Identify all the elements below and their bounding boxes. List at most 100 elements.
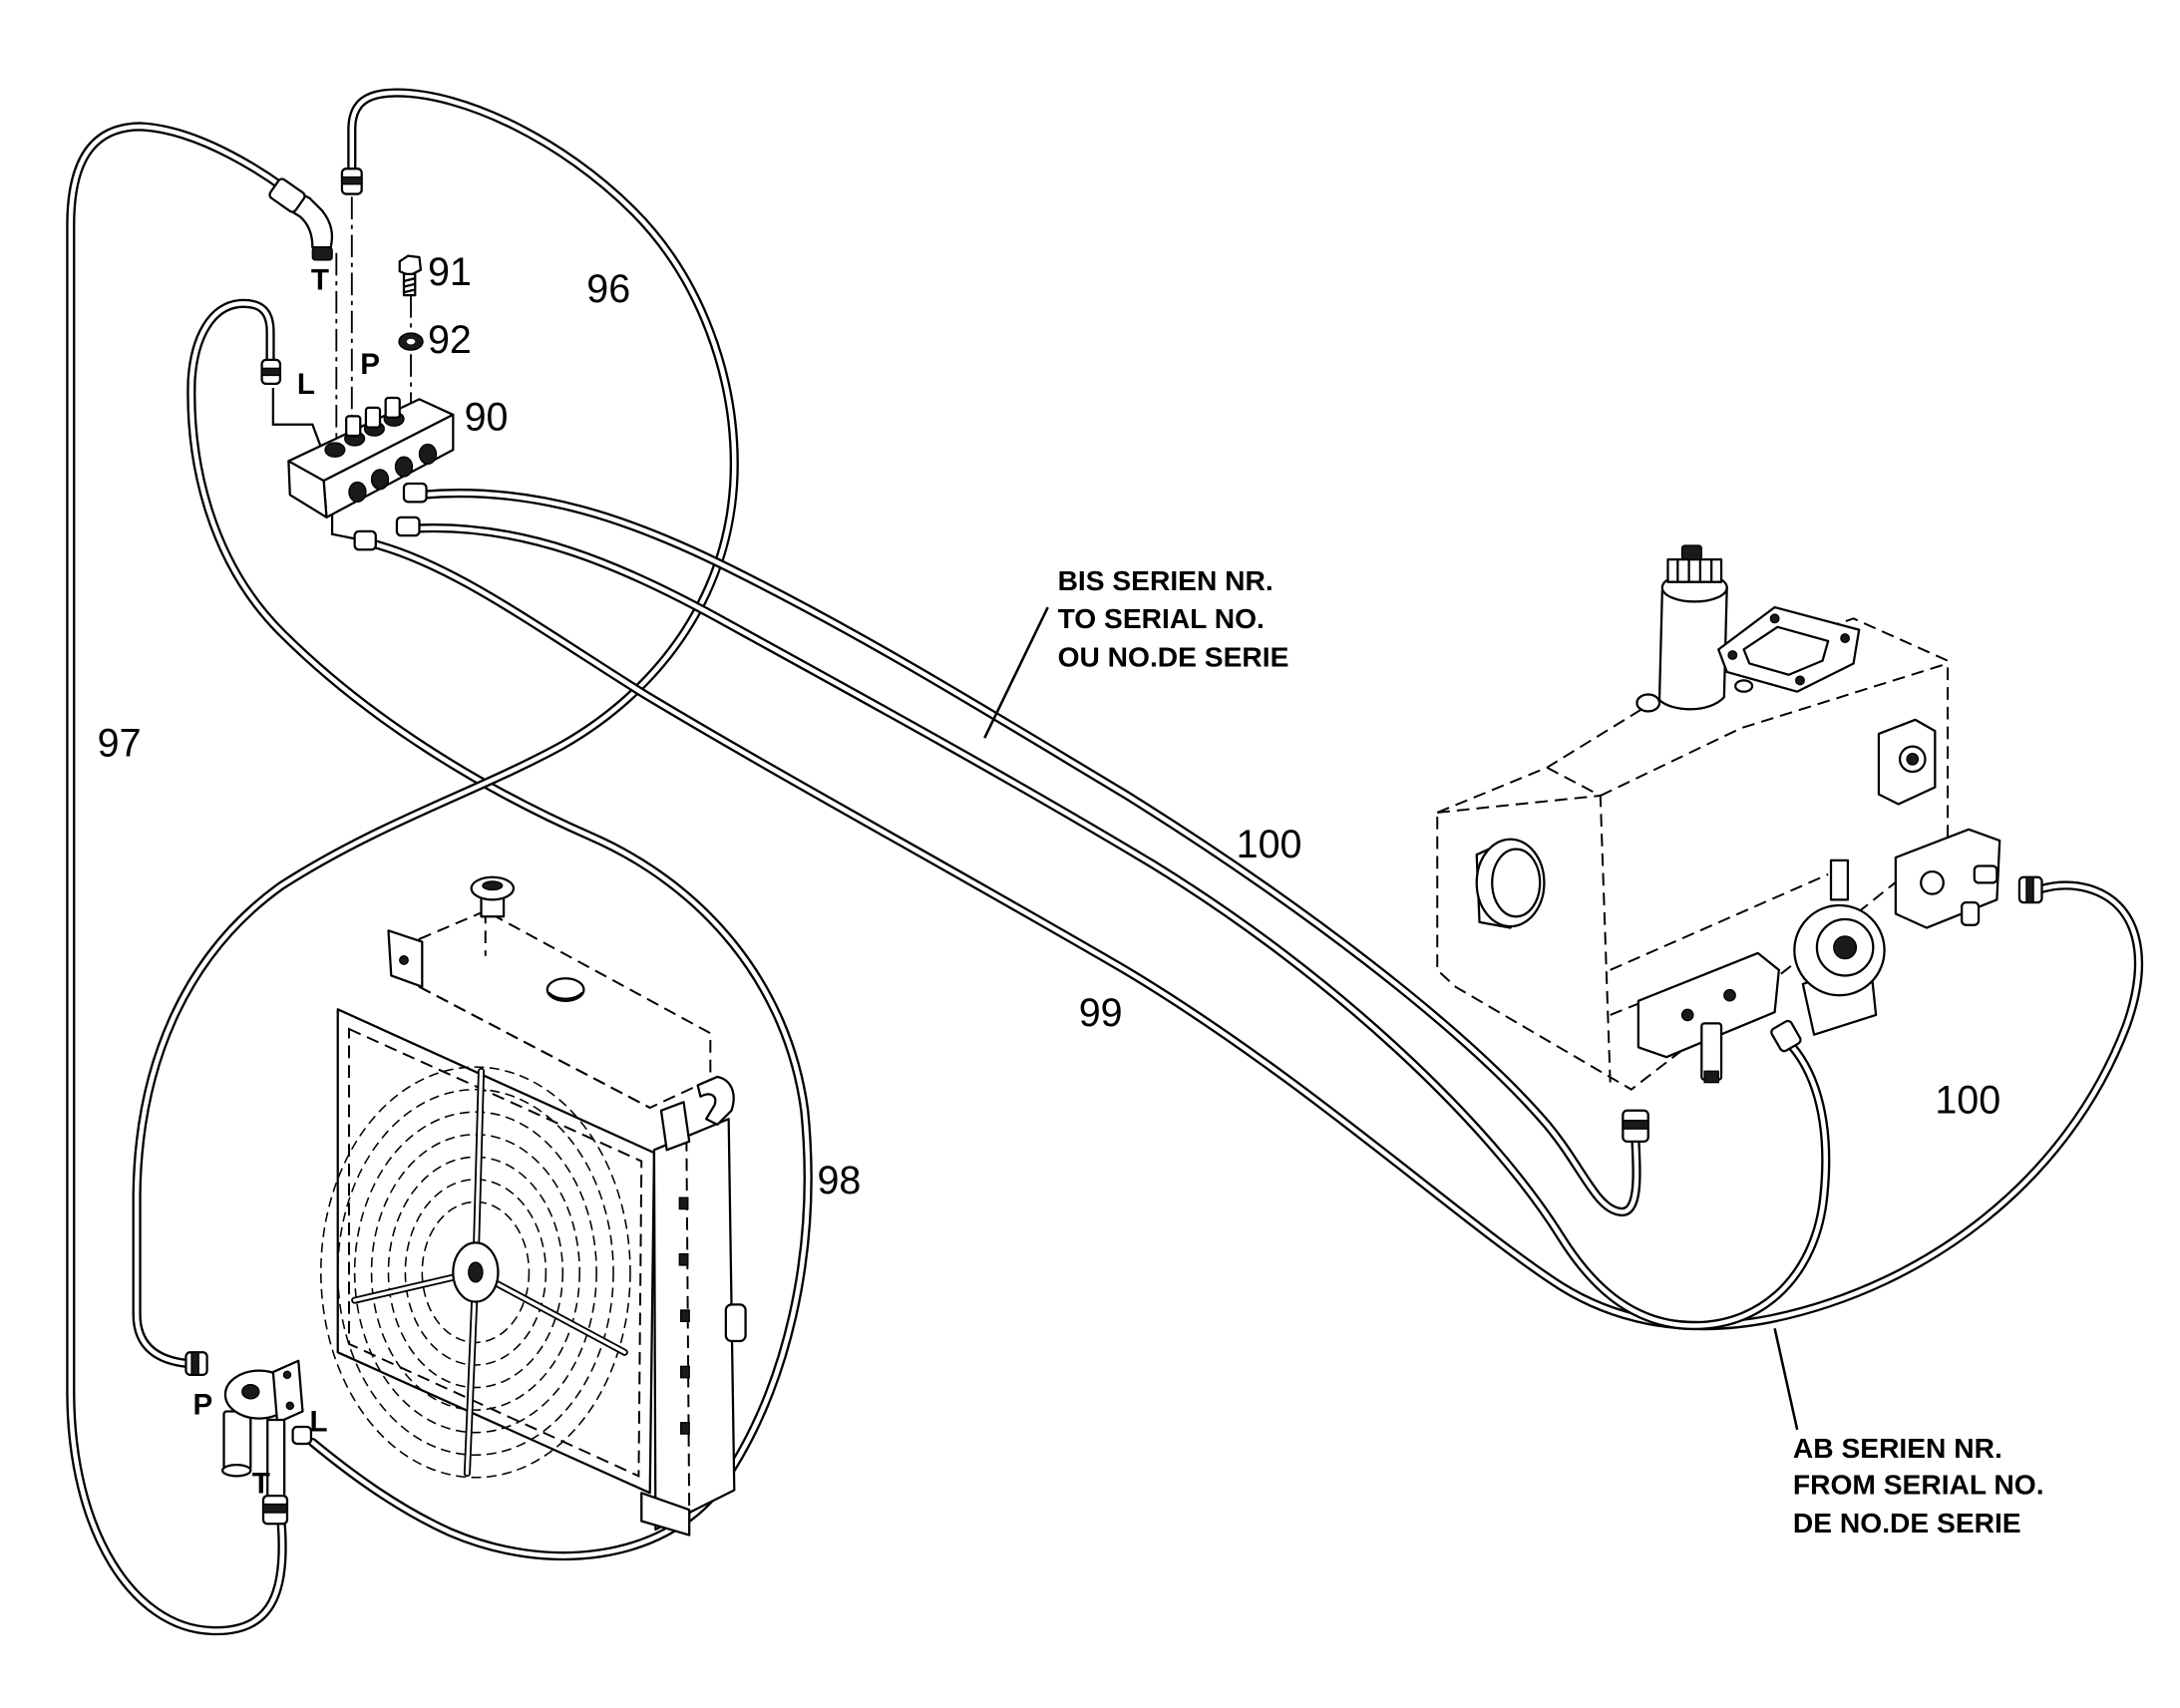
manifold-front-port xyxy=(370,469,390,491)
fan-ring xyxy=(370,1133,580,1411)
bolt-thread xyxy=(403,277,416,294)
oil-cooler xyxy=(320,875,747,1537)
cooler-outlet-elbow xyxy=(696,1075,735,1127)
tank-step-edge xyxy=(1437,795,1601,814)
note-from-serial-line-2: FROM SERIAL NO. xyxy=(1793,1469,2044,1501)
cooler-inlet-stub xyxy=(724,1303,747,1343)
motor-port-l-label: L xyxy=(310,1405,328,1438)
motor-flange xyxy=(271,1359,304,1424)
elbow-fitting-t-nut xyxy=(311,246,333,261)
fan-ring xyxy=(320,1066,631,1479)
cooler-side-tab xyxy=(680,1365,690,1379)
cooler-plug xyxy=(545,977,585,1002)
fitting-nut-hose-100-lower-tank xyxy=(1770,1019,1802,1053)
callout-hose-99: 99 xyxy=(1079,991,1123,1035)
fitting-nut-hose-99 xyxy=(353,529,377,551)
tank-breather xyxy=(1635,693,1661,713)
fan-hub-center xyxy=(468,1261,484,1283)
fan-spoke-core xyxy=(474,1069,484,1274)
tank-valve-lower-fitting xyxy=(1960,901,1981,926)
tank-lower-block xyxy=(1636,951,1780,1059)
fan-ring xyxy=(353,1111,597,1434)
note-from-serial-line-1: AB SERIEN NR. xyxy=(1793,1432,2002,1464)
tank-cover-bolt xyxy=(1769,613,1780,624)
tank-lower-block-port xyxy=(1680,1008,1694,1022)
manifold-front-ports xyxy=(348,443,438,504)
tank-cover-bolt xyxy=(1840,633,1851,644)
cooler-shroud-inner-edge xyxy=(348,1027,643,1478)
callout-hose-98: 98 xyxy=(817,1159,861,1202)
cooler-side-frame xyxy=(652,1118,736,1532)
tank-top-edge xyxy=(1600,662,1949,797)
tank-valve-lower-fitting xyxy=(1973,864,1998,884)
note-to-serial-line-2: TO SERIAL NO. xyxy=(1058,602,1265,634)
tank-pump-shaft xyxy=(1833,935,1858,960)
hydraulic-tank xyxy=(1436,544,2043,1143)
motor-port-t-band xyxy=(262,1503,288,1514)
callout-hose-100-right: 100 xyxy=(1935,1079,2000,1123)
l-port-connector-line xyxy=(271,388,322,448)
cooler-side-tab xyxy=(678,1196,689,1210)
fan-spoke-core xyxy=(474,1270,627,1354)
tank-valve-upper-port-center xyxy=(1906,752,1920,766)
tank-cover-bolt xyxy=(1795,675,1805,686)
bolt-head xyxy=(398,254,423,277)
manifold-top-fitting xyxy=(384,396,401,419)
manifold-top-port xyxy=(324,442,346,458)
motor-flange-bolt xyxy=(282,1370,292,1380)
cooler-filler-cap-top xyxy=(482,880,504,891)
manifold-front-port xyxy=(418,443,438,465)
note-to-serial-line-3: OU NO.DE SERIE xyxy=(1058,640,1289,672)
tank-filter-plug xyxy=(1680,544,1703,560)
cooler-bracket-bolt xyxy=(399,955,409,965)
tank-outline xyxy=(1436,617,1950,1091)
cooler-mid-fitting xyxy=(659,1101,691,1152)
motor-port-p-label: P xyxy=(192,1388,212,1421)
manifold-front-port xyxy=(348,481,367,504)
tank-cover-bolt xyxy=(1727,650,1738,660)
tank-lower-block-filter-end xyxy=(1703,1070,1719,1084)
note-from-serial-line-3: DE NO.DE SERIE xyxy=(1793,1507,2021,1538)
fan-spoke-core xyxy=(465,1270,478,1476)
callout-hose-100-bundle: 100 xyxy=(1237,823,1302,866)
washer-hole xyxy=(406,338,416,345)
tank-pump-standoff xyxy=(1829,858,1850,901)
callout-manifold: 90 xyxy=(465,395,509,439)
cooler-side-tab xyxy=(678,1252,689,1266)
leader-from-serial-note xyxy=(1773,1328,1799,1431)
manifold-top-fitting xyxy=(345,415,362,438)
manifold-block-end xyxy=(287,460,328,518)
tank-filter-cap xyxy=(1666,558,1723,583)
fan-drive-motor xyxy=(184,1351,313,1526)
manifold-front-port xyxy=(394,456,414,478)
tank-suction-port-inner xyxy=(1491,848,1542,918)
motor-filter xyxy=(222,1410,252,1472)
manifold-port-l-label: L xyxy=(297,368,315,401)
note-to-serial-line-1: BIS SERIEN NR. xyxy=(1058,564,1273,596)
motor-filter-cap xyxy=(220,1463,252,1478)
tank-filter-cap-ribs xyxy=(1676,559,1713,582)
fitting-nut-hose-100-upper-band xyxy=(1622,1119,1649,1130)
fitting-nut-hose-100-lower xyxy=(395,515,421,537)
leader-to-serial-note xyxy=(983,606,1049,739)
callout-bolt: 91 xyxy=(428,250,472,294)
callout-hose-96: 96 xyxy=(586,267,630,311)
motor-flange-bolt xyxy=(285,1401,295,1411)
tank-lower-block-port xyxy=(1723,988,1736,1002)
manifold-top-fitting xyxy=(364,406,382,429)
manifold-port-p-label: P xyxy=(360,348,380,381)
manifold-top-ports xyxy=(324,396,405,458)
cooler-side-tab xyxy=(680,1422,690,1435)
motor-shaft-end xyxy=(241,1384,260,1400)
tank-cover-plate-inner xyxy=(1742,625,1830,676)
manifold-port-t-label: T xyxy=(311,263,329,296)
fan-ring xyxy=(336,1088,614,1456)
cooler-side-tab xyxy=(680,1309,690,1322)
motor-port-t-label: T xyxy=(252,1467,270,1500)
tank-body-line xyxy=(1610,873,1829,971)
motor-port-p-band xyxy=(190,1351,199,1376)
tank-filter-housing xyxy=(1657,586,1728,711)
tank-valve-lower-port xyxy=(1920,869,1945,895)
motor-port-l-nut xyxy=(291,1425,313,1446)
